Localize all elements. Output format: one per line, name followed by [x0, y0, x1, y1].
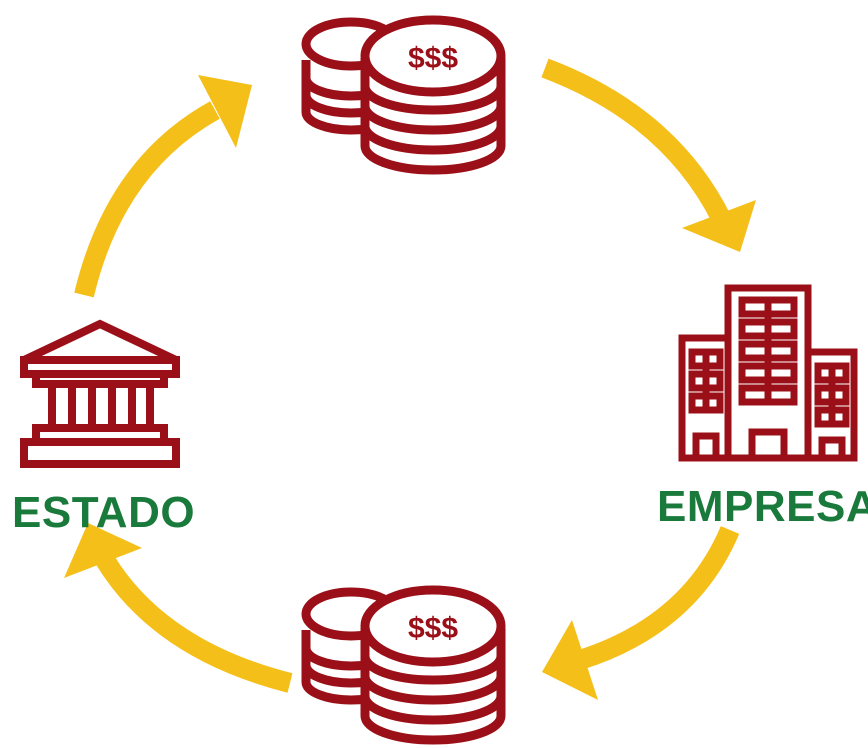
- arrow-money-bottom-to-estado: [64, 523, 293, 693]
- arrow-money-top-to-empresa: [541, 58, 756, 252]
- money-symbol-bottom: $$$: [408, 612, 458, 645]
- estado-label: ESTADO: [12, 488, 196, 537]
- government-building-icon: [20, 319, 180, 468]
- empresa-label: EMPRESA: [657, 482, 868, 531]
- arrow-estado-to-money-top: [74, 75, 252, 298]
- office-buildings-icon: [678, 284, 858, 462]
- arrow-empresa-to-money-bottom: [542, 526, 740, 700]
- coin-stack-icon-bottom: $$$: [306, 590, 501, 740]
- money-symbol-top: $$$: [408, 42, 458, 75]
- coin-stack-icon-top: $$$: [306, 20, 501, 170]
